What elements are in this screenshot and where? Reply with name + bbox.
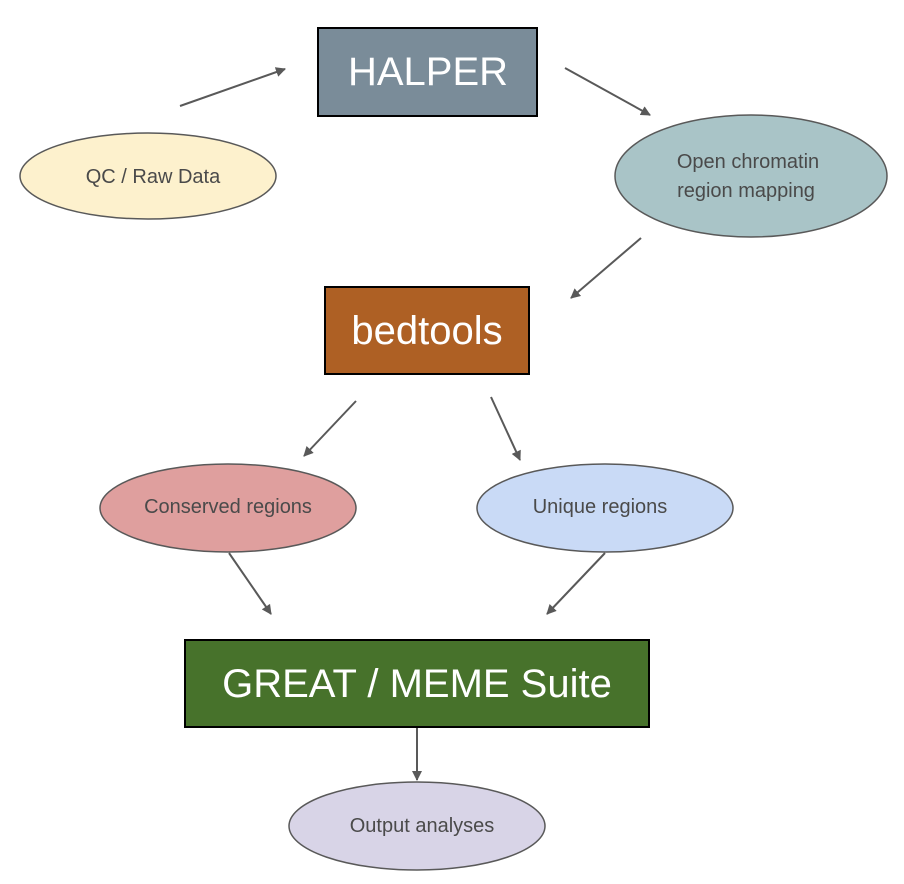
halper-label: HALPER — [348, 50, 508, 94]
unique-regions-node: Unique regions — [476, 463, 734, 553]
great-meme-box — [184, 639, 650, 728]
open-chromatin-label-line1: Open chromatin — [677, 151, 819, 173]
arrow-unique-to-great — [546, 552, 606, 615]
unique-regions-label: Unique regions — [533, 496, 668, 518]
open-chromatin-node: Open chromatin region mapping — [614, 114, 888, 238]
qc-raw-data-node: QC / Raw Data — [19, 132, 277, 220]
conserved-regions-node: Conserved regions — [99, 463, 357, 553]
arrow-qc-to-halper — [179, 67, 286, 107]
arrow-halper-to-open-chromatin — [564, 67, 651, 116]
bedtools-node: bedtools — [324, 286, 530, 375]
arrow-conserved-to-great — [228, 552, 272, 615]
qc-raw-data-ellipse — [19, 132, 277, 220]
open-chromatin-ellipse — [614, 114, 888, 238]
output-analyses-node: Output analyses — [288, 781, 546, 871]
output-analyses-ellipse — [288, 781, 546, 871]
conserved-regions-ellipse — [99, 463, 357, 553]
great-meme-label: GREAT / MEME Suite — [222, 662, 612, 706]
arrow-bedtools-to-conserved — [303, 400, 357, 457]
edges — [179, 67, 651, 781]
arrow-open-chromatin-to-bedtools — [570, 237, 642, 299]
bedtools-box — [324, 286, 530, 375]
open-chromatin-label-line2: region mapping — [677, 180, 815, 202]
output-analyses-label: Output analyses — [350, 815, 495, 837]
unique-regions-ellipse — [476, 463, 734, 553]
halper-node: HALPER — [317, 27, 538, 117]
bedtools-label: bedtools — [351, 309, 502, 353]
halper-box — [317, 27, 538, 117]
great-meme-node: GREAT / MEME Suite — [184, 639, 650, 728]
conserved-regions-label: Conserved regions — [144, 496, 312, 518]
qc-raw-data-label: QC / Raw Data — [86, 166, 221, 188]
arrow-bedtools-to-unique — [490, 396, 521, 461]
